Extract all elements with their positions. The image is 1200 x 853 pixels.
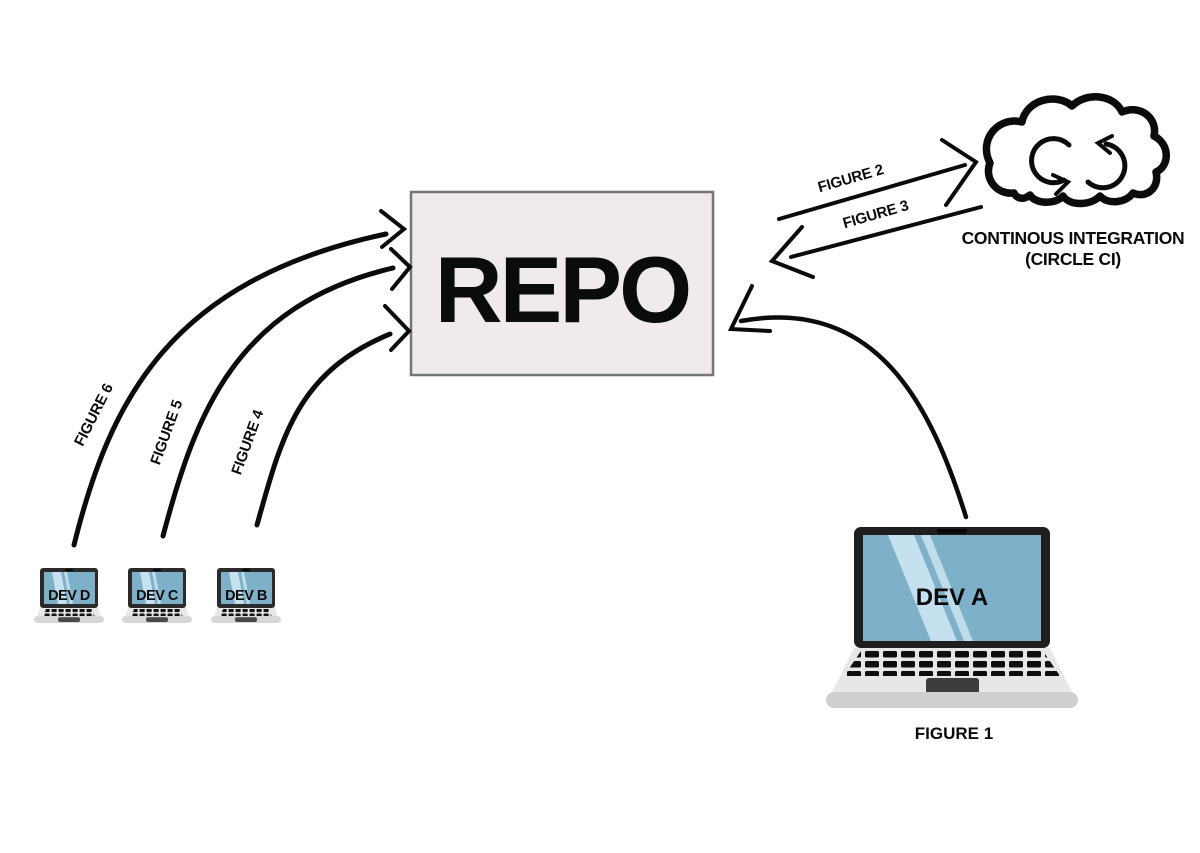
trackpad bbox=[926, 678, 979, 696]
ci-label-line1: CONTINOUS INTEGRATION bbox=[962, 228, 1185, 248]
laptop-dev-b: DEV B bbox=[211, 568, 281, 623]
arrow-figure-2-line bbox=[777, 163, 967, 221]
arrow-figure-5-curve bbox=[160, 265, 396, 539]
laptop-dev-c: DEV C bbox=[122, 568, 192, 623]
laptop-dev-d: DEV D bbox=[34, 568, 104, 623]
sync-arrows-icon bbox=[1029, 134, 1128, 196]
arrow-figure-6-curve bbox=[71, 231, 389, 548]
arrow-figure-3-head bbox=[768, 225, 815, 279]
arrow-figure-3-line bbox=[789, 205, 983, 259]
continuous-integration-node: CONTINOUS INTEGRATION (CIRCLE CI) bbox=[962, 93, 1185, 269]
figure-1-label: FIGURE 1 bbox=[915, 724, 993, 743]
figure-5-label: FIGURE 5 bbox=[147, 398, 186, 467]
dev-b-screen-label: DEV B bbox=[225, 588, 267, 604]
arrow-figure-2-head bbox=[940, 138, 979, 207]
arrow-figure-4-curve bbox=[254, 331, 393, 528]
arrow-figure-1-curve bbox=[738, 315, 969, 520]
ci-label-line2: (CIRCLE CI) bbox=[1025, 249, 1121, 269]
webcam-strip bbox=[937, 529, 967, 534]
dev-d-screen-label: DEV D bbox=[48, 588, 90, 604]
arrow-figure-1-head bbox=[727, 284, 772, 333]
arrow-figure-5-head bbox=[389, 247, 413, 291]
arrow-figure-4-head bbox=[383, 304, 412, 352]
repo-label: REPO bbox=[435, 237, 689, 342]
dev-a-screen-label: DEV A bbox=[916, 584, 988, 611]
dev-c-screen-label: DEV C bbox=[136, 588, 179, 604]
sync-cloud-icon bbox=[982, 93, 1170, 208]
arrow-figure-6-head bbox=[379, 209, 408, 249]
figure-4-label: FIGURE 4 bbox=[228, 407, 267, 477]
laptop-dev-a: DEV A bbox=[826, 527, 1078, 708]
repo-box: REPO bbox=[409, 190, 715, 377]
